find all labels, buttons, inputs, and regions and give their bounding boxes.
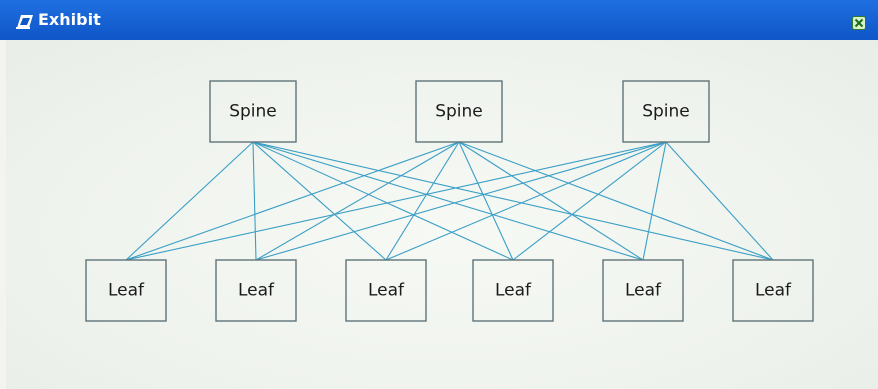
spine-node-2-box — [415, 80, 503, 143]
spine-node-1: Spine — [209, 80, 297, 143]
exhibit-app-icon — [16, 15, 33, 29]
leaf-node-1: Leaf — [85, 259, 167, 322]
leaf-node-2-label: Leaf — [238, 281, 275, 301]
leaf-layer: Leaf Leaf Leaf Leaf Leaf Leaf — [85, 259, 814, 322]
link-spine-1-leaf-2 — [252, 141, 257, 261]
leaf-node-6: Leaf — [732, 259, 814, 322]
leaf-node-4-label: Leaf — [495, 281, 532, 301]
link-spine-2-leaf-2 — [255, 141, 460, 261]
link-spine-3-leaf-6 — [665, 141, 774, 261]
spine-leaf-diagram: Spine Spine Spine Leaf Leaf Leaf Leaf Leaf Leaf — [85, 80, 814, 322]
link-spine-2-leaf-3 — [385, 141, 460, 261]
link-spine-2-leaf-5 — [458, 141, 644, 261]
link-spine-2-leaf-6 — [458, 141, 774, 261]
leaf-node-2: Leaf — [215, 259, 297, 322]
leaf-node-4-box — [472, 259, 554, 322]
link-spine-1-leaf-5 — [252, 141, 644, 261]
leaf-node-5: Leaf — [602, 259, 684, 322]
link-spine-3-leaf-2 — [255, 141, 667, 261]
link-spine-3-leaf-1 — [125, 141, 667, 261]
leaf-node-2-box — [215, 259, 297, 322]
spine-node-2-label: Spine — [435, 102, 483, 122]
spine-node-3-label: Spine — [642, 102, 690, 122]
leaf-node-6-box — [732, 259, 814, 322]
spine-node-2: Spine — [415, 80, 503, 143]
leaf-node-5-box — [602, 259, 684, 322]
leaf-node-3: Leaf — [345, 259, 427, 322]
spine-node-1-label: Spine — [229, 102, 277, 122]
link-spine-3-leaf-5 — [642, 141, 667, 261]
link-spine-3-leaf-3 — [385, 141, 667, 261]
leaf-node-3-box — [345, 259, 427, 322]
window-title: Exhibit — [38, 10, 101, 29]
leaf-node-3-label: Leaf — [368, 281, 405, 301]
leaf-node-1-box — [85, 259, 167, 322]
link-spine-3-leaf-4 — [512, 141, 667, 261]
link-spine-1-leaf-3 — [252, 141, 387, 261]
spine-node-3-box — [622, 80, 710, 143]
spine-node-1-box — [209, 80, 297, 143]
link-layer — [125, 141, 774, 261]
leaf-node-1-label: Leaf — [108, 281, 145, 301]
leaf-node-4: Leaf — [472, 259, 554, 322]
link-spine-1-leaf-6 — [252, 141, 774, 261]
spine-layer: Spine Spine Spine — [209, 80, 710, 143]
close-x-icon[interactable] — [852, 16, 866, 30]
leaf-node-5-label: Leaf — [625, 281, 662, 301]
link-spine-1-leaf-4 — [252, 141, 514, 261]
exhibit-content: Spine Spine Spine Leaf Leaf Leaf Leaf Leaf Leaf — [6, 40, 878, 389]
link-spine-2-leaf-4 — [458, 141, 514, 261]
leaf-node-6-label: Leaf — [755, 281, 792, 301]
link-spine-1-leaf-1 — [125, 141, 254, 261]
spine-node-3: Spine — [622, 80, 710, 143]
title-bar: Exhibit — [0, 0, 878, 40]
link-spine-2-leaf-1 — [125, 141, 460, 261]
